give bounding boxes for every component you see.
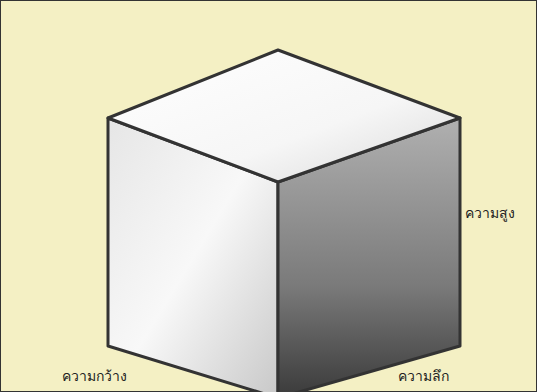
dimension-label: ความลึก (398, 368, 449, 385)
dimension-label: ความสูง (465, 205, 515, 222)
dimension-label: ความกว้าง (62, 368, 127, 385)
top-face (108, 50, 460, 182)
